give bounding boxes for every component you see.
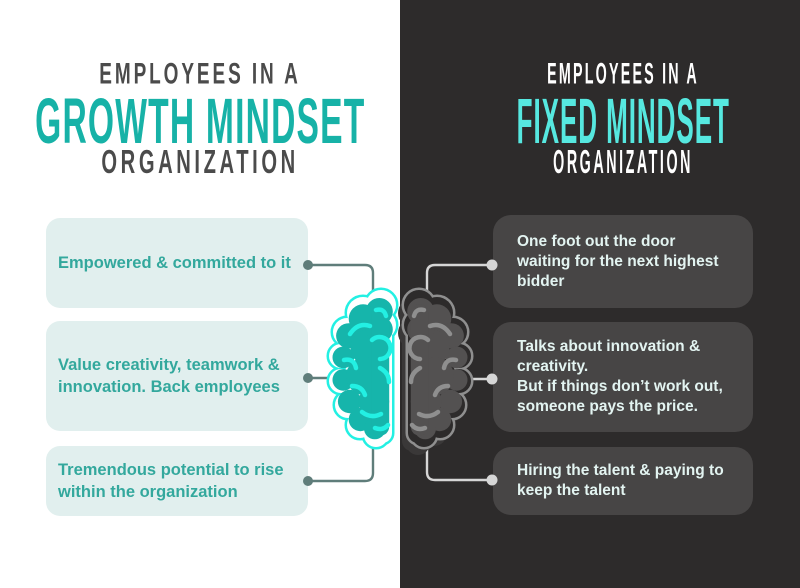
fixed-title: FIXED MINDSET bbox=[516, 84, 730, 157]
growth-eyebrow: EMPLOYEES IN A bbox=[99, 55, 301, 91]
fixed-eyebrow: EMPLOYEES IN A bbox=[547, 55, 699, 91]
fixed-box-1-text: One foot out the door waiting for the ne… bbox=[517, 232, 719, 290]
growth-box-1: Empowered & committed to it bbox=[46, 218, 308, 308]
growth-title: GROWTH MINDSET bbox=[34, 84, 366, 157]
fixed-box-3-text: Hiring the talent & paying to keep the t… bbox=[517, 462, 724, 499]
brain-left-hemisphere bbox=[329, 290, 396, 447]
left-connectors bbox=[308, 263, 375, 483]
growth-box-2-text: Value creativity, teamwork & innovation.… bbox=[58, 356, 280, 396]
fixed-box-2: Talks about innovation & creativity. But… bbox=[493, 322, 753, 432]
growth-box-3-text: Tremendous potential to rise within the … bbox=[58, 461, 284, 501]
fixed-subtitle: ORGANIZATION bbox=[553, 142, 693, 180]
growth-box-2: Value creativity, teamwork & innovation.… bbox=[46, 321, 308, 431]
growth-box-3: Tremendous potential to rise within the … bbox=[46, 446, 308, 516]
growth-subtitle: ORGANIZATION bbox=[101, 142, 299, 180]
fixed-box-3: Hiring the talent & paying to keep the t… bbox=[493, 447, 753, 515]
growth-box-1-text: Empowered & committed to it bbox=[58, 254, 291, 272]
fixed-box-1: One foot out the door waiting for the ne… bbox=[493, 215, 753, 308]
fixed-box-2-text: Talks about innovation & creativity. But… bbox=[517, 338, 723, 415]
